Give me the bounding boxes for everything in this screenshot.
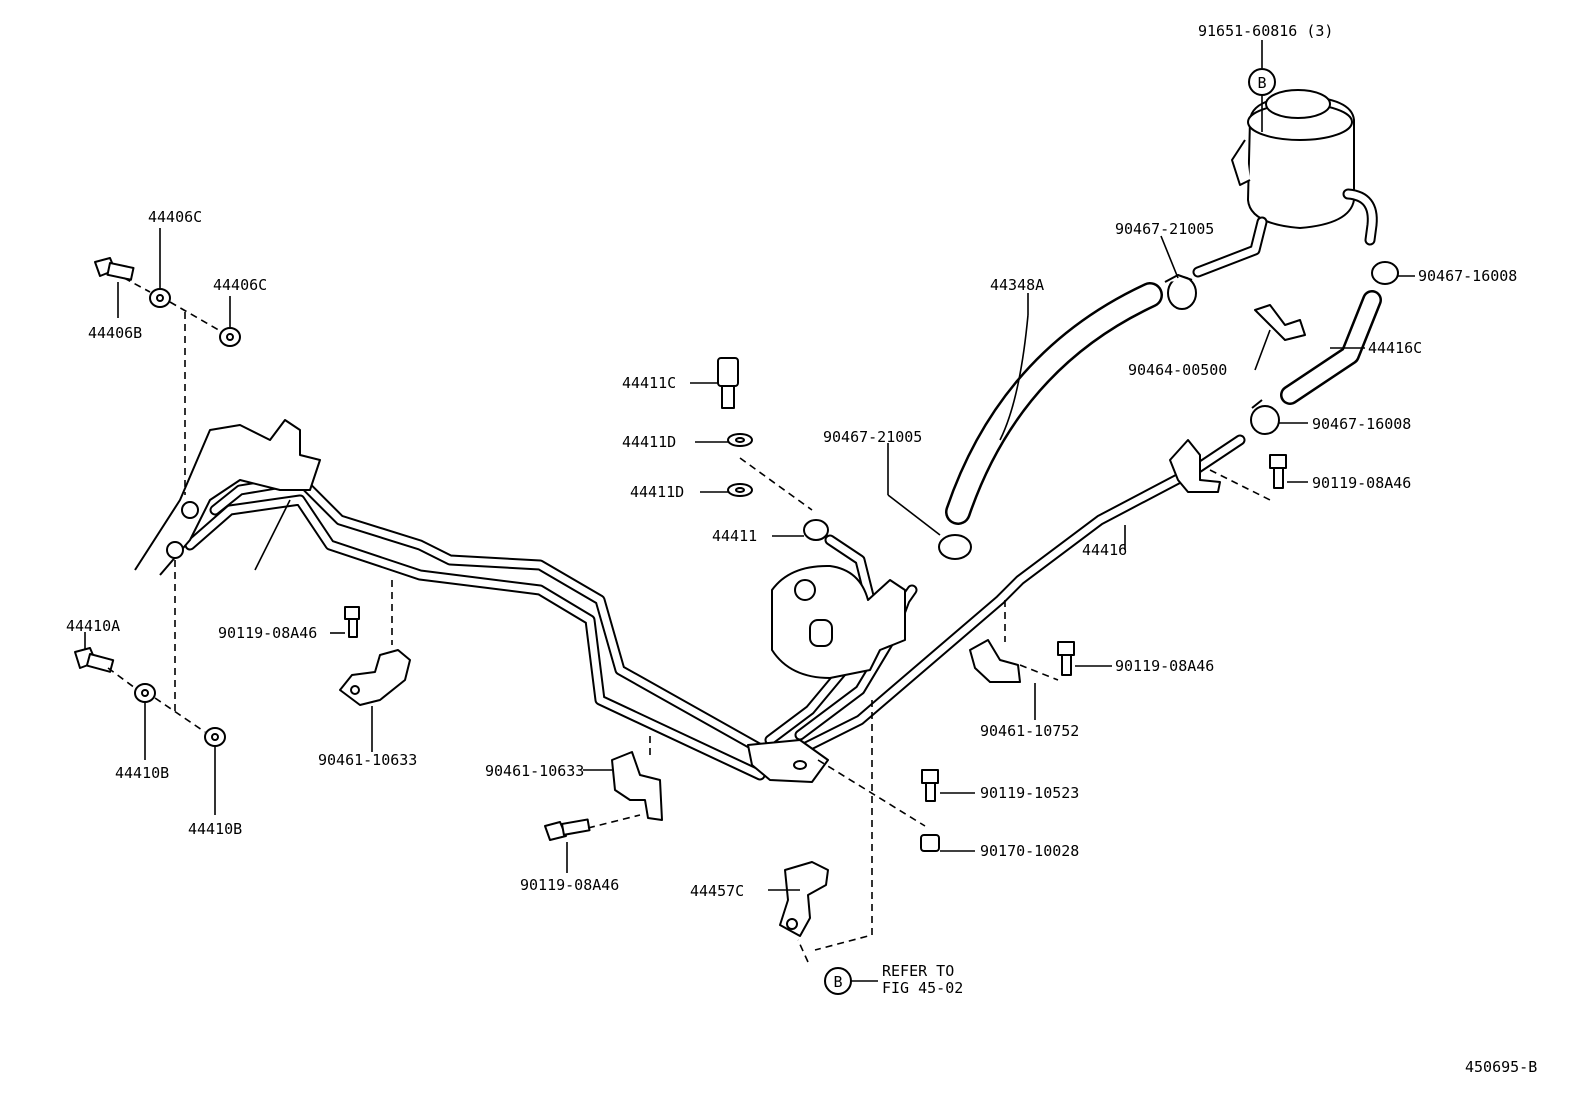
part-label: 44416C (1368, 339, 1422, 357)
bolt-icon (344, 606, 360, 638)
refer-callout-letter: B (833, 973, 842, 991)
part-label: 44410B (188, 820, 242, 838)
part-label: 90119-08A46 (1115, 657, 1214, 675)
washer-icon (727, 433, 753, 447)
clamp-icon (938, 534, 972, 560)
leader-lines (84, 228, 1415, 891)
part-label: 90467-21005 (1115, 220, 1214, 238)
part-label: 90119-08A46 (218, 624, 317, 642)
part-label: 44406C (213, 276, 267, 294)
bolt-icon (544, 818, 591, 841)
part-label: 90170-10028 (980, 842, 1079, 860)
part-label: 90467-16008 (1312, 415, 1411, 433)
part-label: 90119-08A46 (1312, 474, 1411, 492)
washer-icon (219, 327, 241, 347)
washer-icon (149, 288, 171, 308)
part-label: 44348A (990, 276, 1044, 294)
clip-icon (1254, 304, 1306, 341)
pipe-clamp-bracket (1169, 439, 1221, 493)
part-label: 44416 (1082, 541, 1127, 559)
bolt-icon (1057, 641, 1075, 676)
washer-icon (204, 727, 226, 747)
clamp-icon (1371, 261, 1399, 285)
part-label: 90467-16008 (1418, 267, 1517, 285)
reservoir-callout: B (1248, 40, 1276, 132)
fitting-icon (803, 519, 829, 541)
pipe-clamp-bracket (339, 649, 411, 706)
part-label: 44411D (622, 433, 676, 451)
part-label: 90467-21005 (823, 428, 922, 446)
bracket-44457C (779, 861, 829, 937)
nut-icon (920, 834, 940, 852)
part-label: 90461-10633 (485, 762, 584, 780)
pipe-clamp-bracket (611, 751, 663, 821)
return-hose-44348A (945, 282, 1163, 525)
washer-icon (134, 683, 156, 703)
refer-to-callout: B REFER TO FIG 45-02 (824, 962, 963, 997)
part-label: 44410B (115, 764, 169, 782)
hose-44416C (1280, 290, 1382, 405)
pipe-clamp-bracket (969, 639, 1021, 683)
union-bolt-icon (717, 357, 739, 409)
part-label: 44411C (622, 374, 676, 392)
clamp-icon (1250, 399, 1280, 435)
part-label: 90461-10633 (318, 751, 417, 769)
part-label: 44457C (690, 882, 744, 900)
part-label: 90464-00500 (1128, 361, 1227, 379)
bolt-icon (1269, 454, 1287, 489)
svg-text:B: B (1257, 74, 1266, 92)
washer-icon (727, 483, 753, 497)
bolt-icon (921, 769, 939, 802)
clamp-icon (1164, 274, 1197, 310)
part-label: 44406C (148, 208, 202, 226)
part-label: 91651-60816 (3) (1198, 22, 1333, 40)
bolt-icon (94, 257, 135, 281)
steering-gear-housing (134, 419, 321, 576)
refer-line-2: FIG 45-02 (882, 979, 963, 997)
part-label: 44406B (88, 324, 142, 342)
part-label: 44411D (630, 483, 684, 501)
refer-line-1: REFER TO (882, 962, 954, 980)
part-label: 44410A (66, 617, 120, 635)
part-label: 90119-08A46 (520, 876, 619, 894)
part-labels: 91651-60816 (3) 44406C 44406C 44406B 444… (66, 22, 1537, 1076)
bolt-icon (74, 647, 115, 673)
part-label: 90461-10752 (980, 722, 1079, 740)
pressure-tube-pipes (184, 434, 1246, 781)
part-label: 90119-10523 (980, 784, 1079, 802)
reservoir-tank (1192, 89, 1378, 278)
power-steering-pump (747, 564, 906, 783)
assembly-dashed-lines (107, 277, 1271, 963)
diagram-id: 450695-B (1465, 1058, 1537, 1076)
part-label: 44411 (712, 527, 757, 545)
